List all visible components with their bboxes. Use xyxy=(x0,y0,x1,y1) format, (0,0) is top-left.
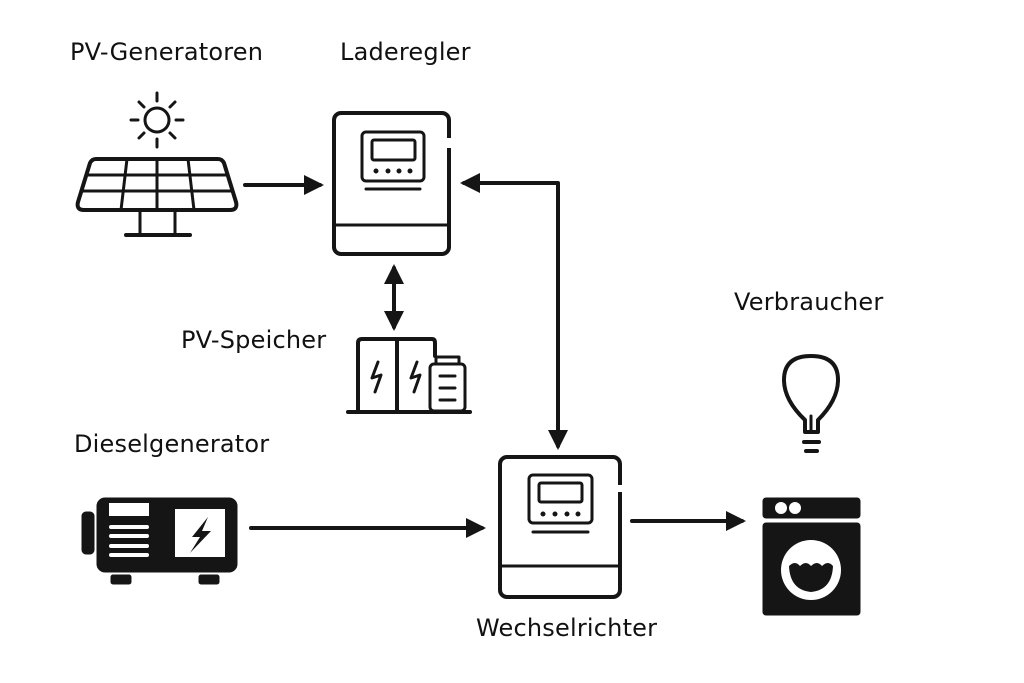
label-battery-storage: PV-Speicher xyxy=(181,326,327,354)
inverter-icon xyxy=(498,455,623,599)
connection-arrows xyxy=(243,173,746,538)
solar-panel-icon xyxy=(75,91,239,237)
battery-storage-icon xyxy=(346,337,472,414)
label-pv-generator: PV-Generatoren xyxy=(70,38,264,66)
diesel-generator-icon xyxy=(81,497,238,585)
label-consumers: Verbraucher xyxy=(734,288,884,316)
washing-machine-icon xyxy=(762,497,861,616)
charge-controller-icon xyxy=(332,111,452,256)
label-diesel-generator: Dieselgenerator xyxy=(74,430,270,458)
arrow-controller-inverter xyxy=(460,173,568,450)
label-inverter: Wechselrichter xyxy=(476,614,658,642)
light-bulb-icon xyxy=(782,354,840,453)
label-charge-controller: Laderegler xyxy=(340,38,471,66)
sun-icon xyxy=(129,91,185,149)
